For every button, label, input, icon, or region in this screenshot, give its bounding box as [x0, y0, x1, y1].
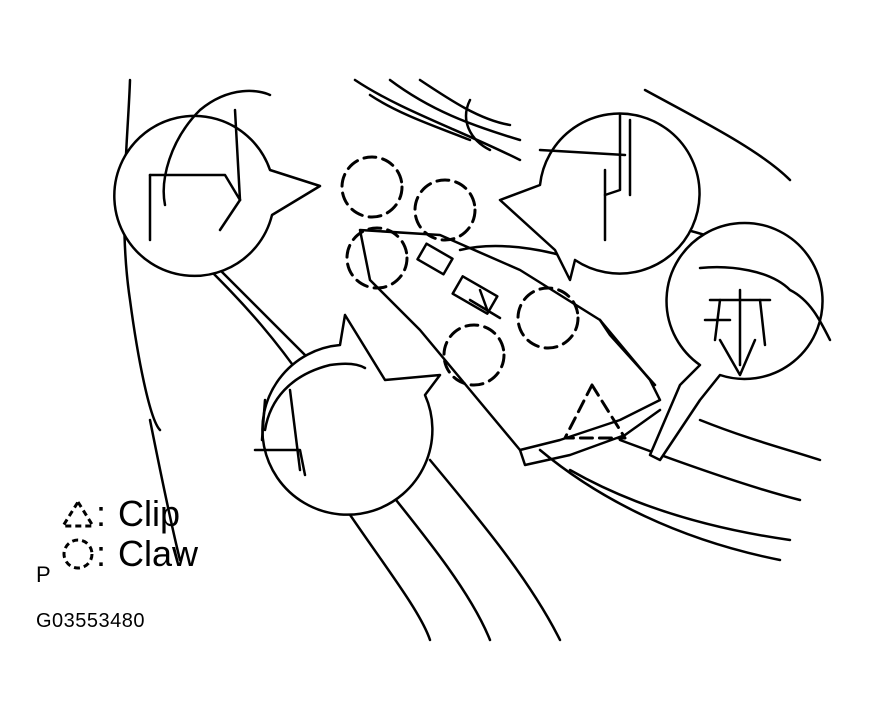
console-body	[358, 228, 662, 467]
claw-marker	[345, 226, 409, 290]
callout-top-right	[498, 112, 701, 282]
claw-marker	[516, 286, 580, 350]
legend-claw-row: : Claw	[60, 536, 198, 572]
claw-marker	[340, 155, 404, 219]
figure-code: G03553480	[36, 610, 146, 632]
claw-marker	[413, 178, 477, 242]
circle-dashed-icon	[62, 538, 94, 570]
legend-claw-label: Claw	[118, 533, 199, 574]
clip-marker	[563, 383, 627, 440]
callout-right	[648, 221, 832, 462]
legend-clip-row: : Clip	[60, 496, 180, 532]
legend-colon: :	[96, 533, 107, 574]
legend-prefix-letter: P	[36, 562, 51, 587]
triangle-dashed-icon	[60, 499, 96, 528]
callout-top-left	[113, 89, 322, 278]
legend-clip-label: Clip	[118, 493, 181, 534]
claw-marker	[442, 323, 506, 387]
callout-bottom-left	[253, 313, 442, 516]
claw-markers	[340, 155, 627, 440]
legend-colon: :	[96, 493, 107, 534]
